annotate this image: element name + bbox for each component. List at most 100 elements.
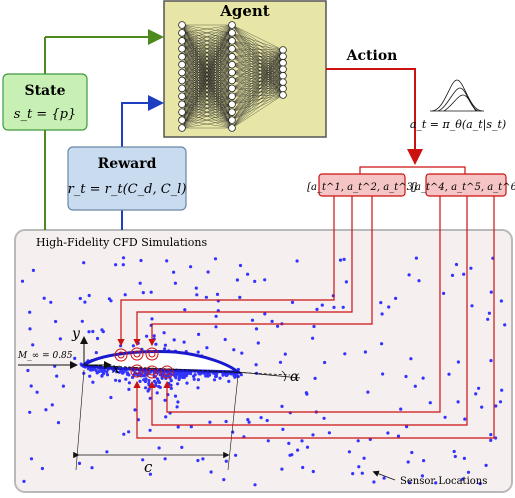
nn-edge: [181, 24, 233, 121]
sensor-point: [147, 381, 151, 386]
nn-node: [228, 76, 236, 85]
nn-edge: [181, 104, 233, 129]
nn-node: [228, 52, 236, 61]
sensor-point: [40, 466, 45, 471]
reward-formula: r_t = r_t(C_d, C_l): [68, 182, 187, 197]
sensor-point: [356, 439, 360, 443]
sensor-point: [224, 419, 228, 424]
sensor-point: [266, 439, 270, 443]
sensor-point: [166, 371, 170, 375]
sensor-point: [165, 259, 169, 263]
nn-edge: [231, 24, 284, 51]
sensor-point: [105, 373, 110, 377]
action-title: Action: [346, 48, 398, 64]
sensor-point: [253, 279, 257, 283]
sensor-point: [202, 371, 206, 375]
nn-edge: [231, 49, 284, 57]
sensor-point: [78, 296, 82, 301]
sensor-point: [462, 456, 466, 460]
sensor-point: [189, 265, 193, 269]
sensor-point: [56, 421, 61, 425]
nn-edge: [231, 49, 284, 121]
nn-edge: [231, 69, 284, 105]
sensor-point: [489, 359, 493, 363]
nn-edge: [181, 72, 233, 129]
sensor-point: [197, 371, 201, 375]
sensor-point: [263, 312, 267, 316]
action-group-1: [a_t^1, a_t^2, a_t^3]: [307, 173, 417, 197]
sensor-point: [29, 457, 34, 461]
sensor-point: [125, 372, 129, 376]
sensor-point: [379, 301, 383, 305]
sensor-point: [462, 272, 466, 276]
sensor-point: [80, 319, 84, 323]
sensor-point: [131, 344, 135, 348]
sensor-point: [107, 297, 111, 301]
nn-edge: [181, 24, 233, 65]
sensor-point: [489, 290, 493, 294]
nn-edge: [231, 82, 284, 129]
sensor-point: [131, 375, 135, 379]
sensor-point: [498, 400, 503, 404]
sensor-point: [443, 415, 447, 419]
nn-edge: [231, 75, 284, 121]
sensor-point: [450, 273, 455, 277]
sensor-point: [58, 337, 63, 341]
nn-node: [279, 84, 287, 93]
sensor-point: [209, 470, 213, 474]
sensor-point: [315, 307, 319, 311]
sensor-point: [176, 382, 180, 386]
sensor-point: [194, 286, 198, 290]
sensor-point: [42, 296, 46, 300]
sensor-point: [463, 417, 467, 421]
alpha-label: α: [290, 369, 300, 385]
state-formula: s_t = {p}: [14, 107, 76, 122]
sensor-point: [214, 325, 218, 329]
nn-edge: [231, 75, 284, 129]
sensor-point: [263, 278, 267, 282]
nn-edge: [231, 62, 284, 105]
sensor-point: [94, 351, 98, 355]
sensor-point: [101, 330, 105, 334]
sensor-point: [193, 373, 197, 377]
sensor-point: [366, 390, 370, 394]
sensor-point: [239, 373, 243, 377]
sensor-point: [360, 471, 364, 475]
sensor-point: [347, 450, 351, 454]
sensor-point: [163, 347, 167, 351]
sensor-point: [503, 323, 507, 327]
nn-node: [178, 100, 186, 109]
sensor-point: [474, 392, 478, 396]
sensor-point: [408, 481, 412, 485]
sensor-point: [499, 299, 503, 303]
nn-edge: [231, 49, 284, 97]
sensor-point: [407, 273, 411, 277]
sensor-point: [91, 380, 95, 384]
sensor-point: [185, 381, 189, 385]
nn-edge: [181, 24, 233, 97]
sensor-point: [174, 376, 178, 380]
sensor-point: [461, 477, 465, 481]
sensor-point: [95, 336, 100, 341]
sensor-point: [452, 449, 456, 454]
state-title: State: [24, 83, 65, 99]
sensor-point: [141, 458, 145, 462]
nn-edge: [231, 81, 284, 105]
sensor-point: [231, 430, 235, 434]
sensor-point: [115, 370, 119, 374]
nn-edge: [231, 40, 284, 51]
sensor-point: [26, 368, 30, 373]
sensor-point: [238, 295, 242, 299]
nn-edge: [181, 24, 233, 89]
sensor-point: [150, 317, 154, 321]
sensor-point: [214, 314, 218, 318]
sensor-point: [61, 384, 65, 388]
sensor-point: [87, 293, 91, 298]
sensor-point: [148, 428, 152, 432]
sensor-point: [287, 441, 291, 445]
sensor-point: [28, 327, 32, 331]
sensor-point: [344, 280, 348, 284]
sensor-point: [494, 436, 498, 440]
sensor-point: [469, 266, 473, 270]
sensor-point: [91, 329, 95, 334]
